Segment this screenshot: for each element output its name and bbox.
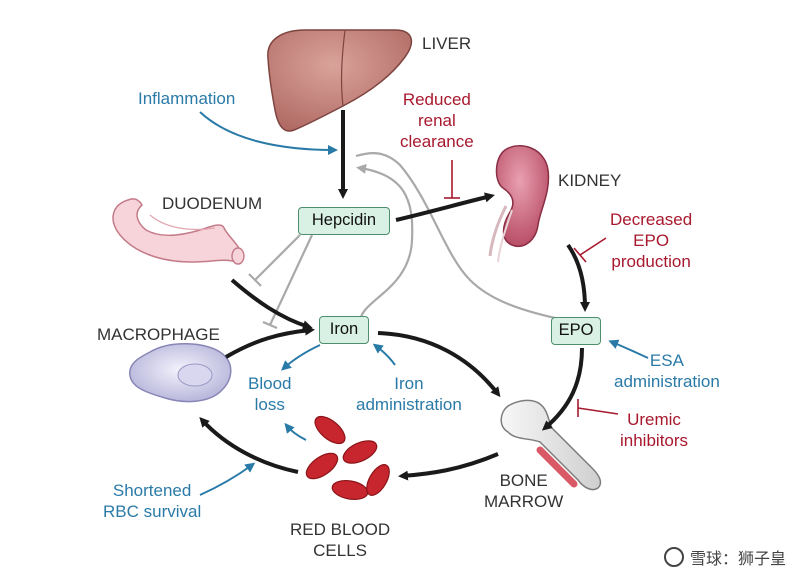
bone-marrow-line: MARROW <box>484 492 564 511</box>
duodenum-icon <box>112 198 245 265</box>
decreased-epo-production-line: EPO <box>633 231 670 250</box>
decreased-epo-production-label: Decreased EPO production <box>610 209 692 272</box>
reduced-renal-clearance-label: Reduced renal clearance <box>400 89 474 152</box>
shortened-rbc-survival-line: Shortened <box>112 481 192 500</box>
esa-administration-line: ESA <box>649 351 684 370</box>
reduced-renal-clearance-line: Reduced <box>402 90 471 109</box>
reduced-renal-clearance-line: renal <box>417 111 456 130</box>
esa-administration-line: administration <box>614 372 720 391</box>
macrophage-label: MACROPHAGE <box>97 325 220 344</box>
bone-marrow-label: BONE MARROW <box>484 470 563 512</box>
blood-loss-line: loss <box>254 395 285 414</box>
esa-administration-label: ESA administration <box>614 350 720 392</box>
snowball-logo-icon <box>663 547 684 567</box>
duodenum-label: DUODENUM <box>162 194 263 213</box>
modifier-arrows <box>199 111 649 496</box>
shortened-rbc-survival-line: RBC survival <box>103 502 202 521</box>
watermark-text: 雪球：狮子皇 <box>689 551 786 568</box>
inflammation-label: Inflammation <box>138 89 236 108</box>
red-blood-cells-label: RED BLOOD CELLS <box>290 519 390 561</box>
feedback-lines <box>248 152 556 330</box>
blood-loss-label: Blood loss <box>248 373 291 415</box>
iron-administration-label: Iron administration <box>356 373 462 415</box>
macrophage-icon <box>129 343 232 403</box>
uremic-inhibitors-line: Uremic <box>627 410 681 429</box>
uremic-inhibitors-line: inhibitors <box>620 431 689 450</box>
kidney-label: KIDNEY <box>558 171 622 190</box>
inhibitor-markers <box>444 160 619 417</box>
epo-box: EPO <box>551 317 601 345</box>
iron-administration-line: Iron <box>394 374 424 393</box>
red-blood-cells-icon <box>305 415 390 500</box>
blood-loss-line: Blood <box>248 374 292 393</box>
liver-label: LIVER <box>422 34 472 53</box>
bone-marrow-icon <box>500 399 602 491</box>
uremic-inhibitors-label: Uremic inhibitors <box>620 409 688 451</box>
kidney-icon <box>488 145 550 263</box>
decreased-epo-production-line: production <box>611 252 691 271</box>
hepcidin-box: Hepcidin <box>298 207 390 235</box>
decreased-epo-production-line: Decreased <box>610 210 693 229</box>
shortened-rbc-survival-label: Shortened RBC survival <box>103 480 201 522</box>
red-blood-cells-line: RED BLOOD <box>290 520 391 539</box>
liver-icon <box>267 29 413 132</box>
iron-box: Iron <box>319 316 369 344</box>
red-blood-cells-line: CELLS <box>313 541 367 560</box>
watermark: 雪球：狮子皇 <box>663 545 786 569</box>
main-flow-arrows <box>199 110 590 481</box>
bone-marrow-line: BONE <box>499 471 548 490</box>
reduced-renal-clearance-line: clearance <box>400 132 474 151</box>
iron-administration-line: administration <box>356 395 462 414</box>
